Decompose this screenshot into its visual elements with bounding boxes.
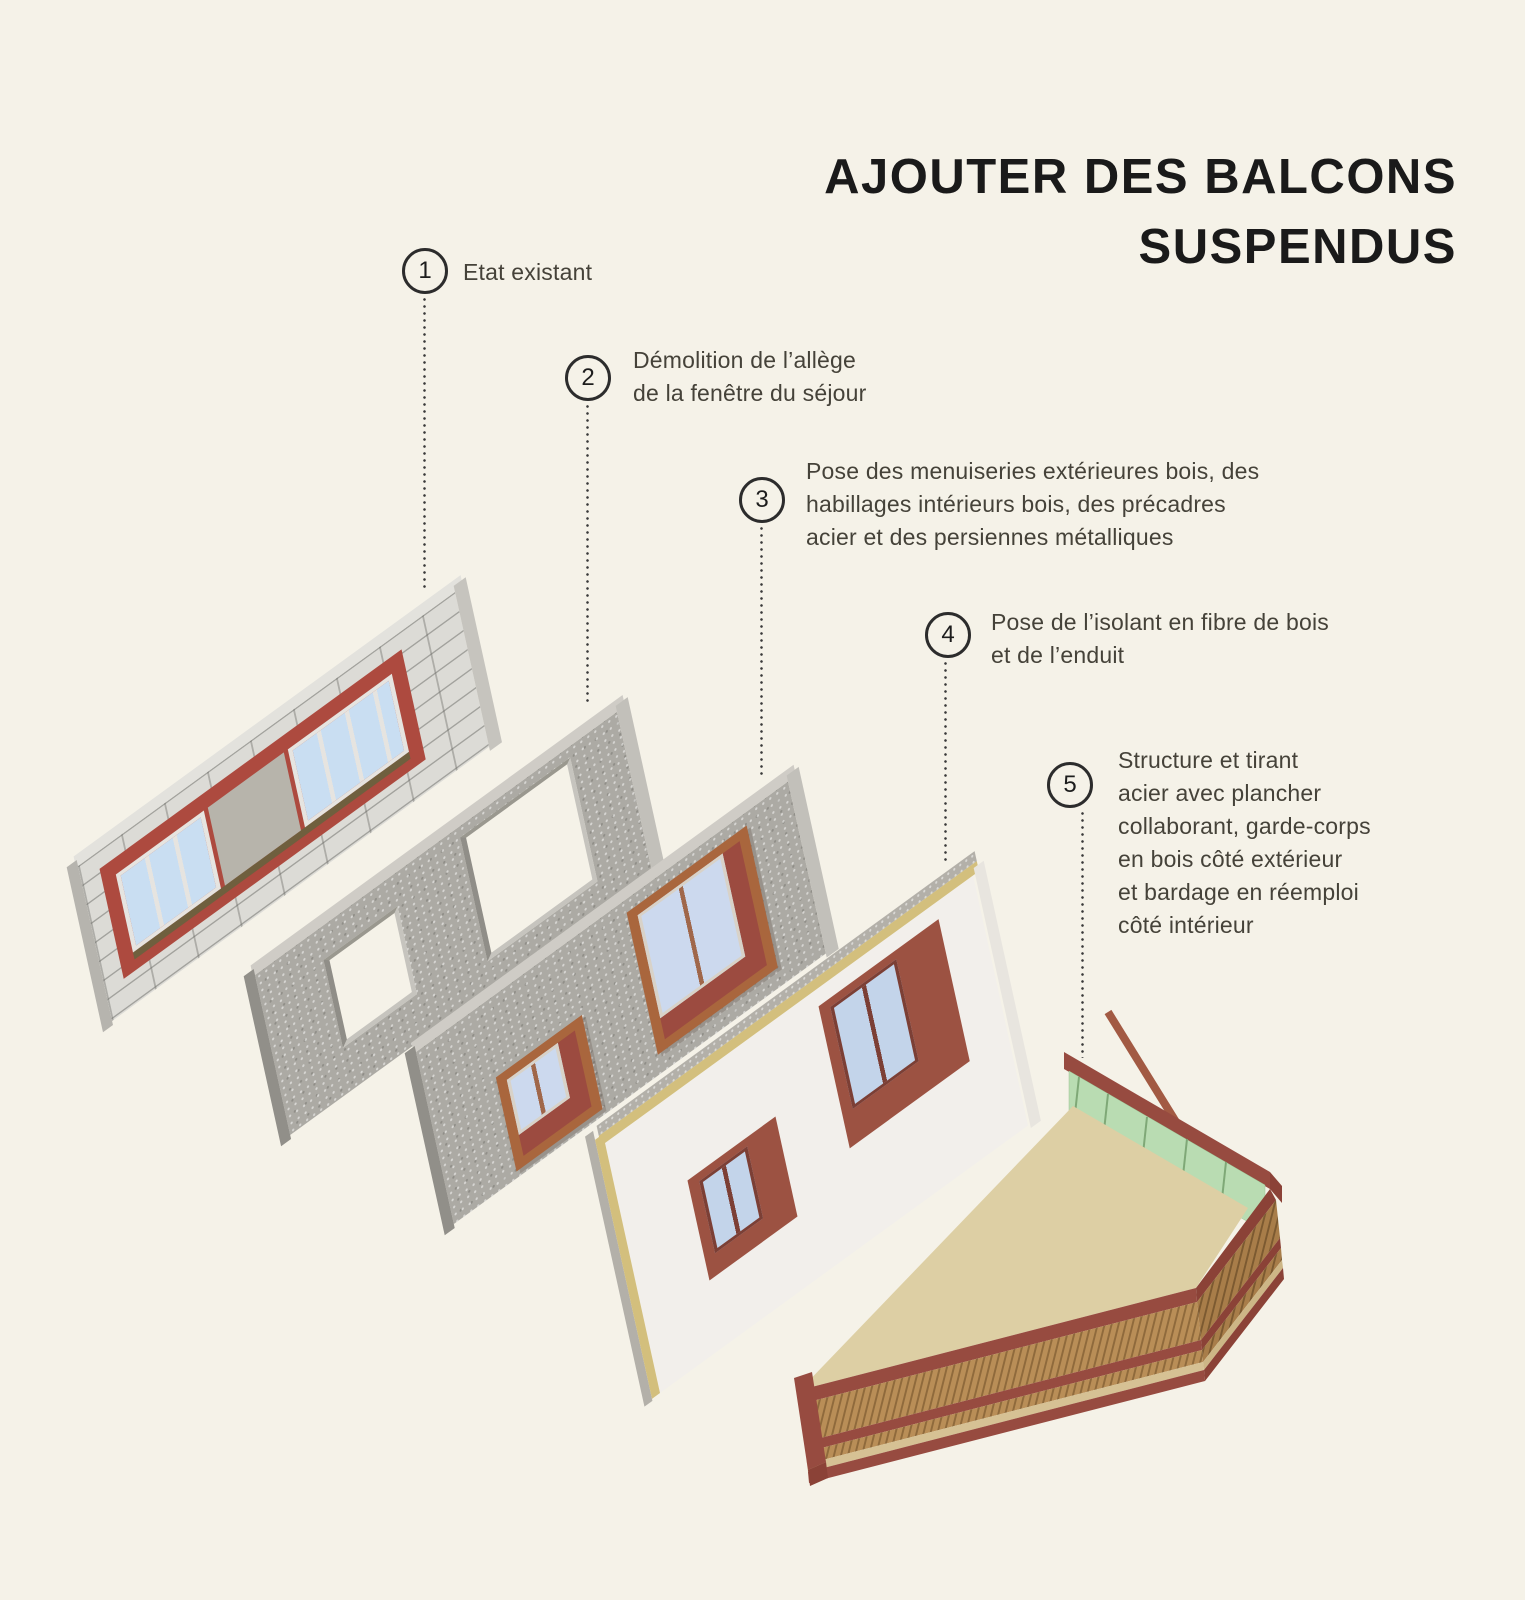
- wood-guardrail-front-lower: [806, 1350, 1203, 1464]
- guardrail-band-front: [805, 1340, 1202, 1452]
- balcony-back-rail-cap: [1064, 1052, 1270, 1189]
- step-4-label: Pose de l’isolant en fibre de bois et de…: [991, 609, 1329, 668]
- step-1-leader-line: [423, 296, 426, 588]
- wood-guardrail-front: [801, 1302, 1201, 1442]
- panel2-left-edge: [243, 969, 292, 1147]
- step-3-leader-line: [760, 525, 763, 775]
- balcony-floor-slab: [800, 1106, 1248, 1390]
- step-1-badge: 1: [402, 248, 448, 294]
- balcony-front-rail-cap: [800, 1288, 1197, 1404]
- step-2-badge: 2: [565, 355, 611, 401]
- step-5-number: 5: [1063, 771, 1077, 798]
- step-4-number: 4: [941, 621, 955, 648]
- step-4-leader-line: [944, 660, 947, 865]
- guardrail-end-foot: [808, 1462, 828, 1486]
- wood-window-small: [495, 1014, 603, 1172]
- step-3-badge: 3: [739, 477, 785, 523]
- guardrail-light-strip-right: [1203, 1260, 1283, 1370]
- panel3-right-edge: [786, 766, 839, 958]
- balcony-illustration: [794, 1009, 1284, 1486]
- step-2-label: Démolition de l’allège de la fenêtre du …: [633, 347, 867, 406]
- wood-guardrail-right: [1197, 1200, 1280, 1340]
- panel1-right-edge: [453, 577, 502, 751]
- guardrail-light-strip-front: [807, 1362, 1204, 1472]
- page-title: AJOUTER DES BALCONS SUSPENDUS: [824, 150, 1457, 274]
- step-2-leader-line: [586, 403, 589, 705]
- guardrail-band-right: [1201, 1238, 1281, 1350]
- existing-window-left: [115, 810, 221, 953]
- step-5-badge: 5: [1047, 762, 1093, 808]
- balcony-back-rail-corner: [1270, 1172, 1282, 1203]
- step-3-label: Pose des menuiseries extérieures bois, d…: [806, 458, 1260, 550]
- guardrail-end-post: [794, 1372, 826, 1470]
- panel4-concrete-left-edge: [585, 1130, 653, 1407]
- step-1-number: 1: [418, 257, 432, 284]
- panel3-left-edge: [404, 1046, 455, 1236]
- step-3-number: 3: [755, 486, 769, 513]
- steel-tie-rod: [1104, 1009, 1185, 1133]
- guardrail-base-right: [1204, 1268, 1284, 1381]
- guardrail-base-front: [808, 1370, 1205, 1483]
- panel4-insulation-left-edge: [595, 1134, 660, 1399]
- step-5-label: Structure et tirant acier avec plancher …: [1118, 747, 1371, 938]
- balcony-right-rail-cap: [1196, 1189, 1276, 1302]
- step-5-leader-line: [1081, 810, 1084, 1058]
- step-4-badge: 4: [925, 612, 971, 658]
- concrete-infill-panel: [207, 752, 301, 886]
- wood-guardrail-right-lower: [1202, 1248, 1282, 1362]
- panel2-right-edge: [615, 697, 666, 876]
- window-glass: [699, 1146, 764, 1254]
- wall-opening-small: [323, 906, 417, 1048]
- step-1-label: Etat existant: [463, 259, 593, 285]
- step-2-number: 2: [581, 364, 595, 391]
